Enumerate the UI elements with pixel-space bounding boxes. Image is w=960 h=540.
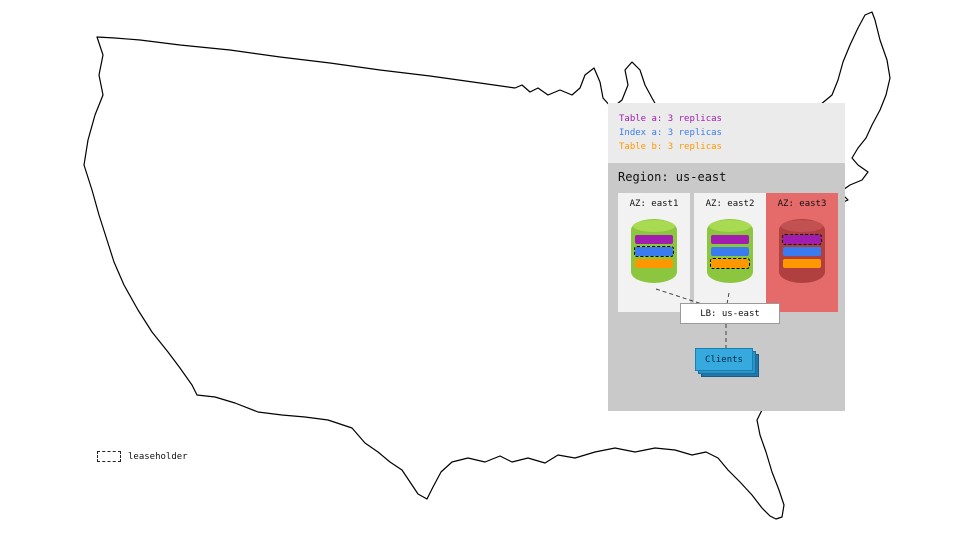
replica-table-b-leaseholder [710, 258, 750, 269]
replica-legend-panel: Table a: 3 replicas Index a: 3 replicas … [608, 103, 845, 163]
az-east2: AZ: east2 [694, 193, 766, 312]
load-balancer-box: LB: us-east [680, 303, 780, 324]
az-east2-label: AZ: east2 [705, 199, 755, 209]
leaseholder-swatch-icon [97, 451, 121, 462]
region-title: Region: us-east [618, 170, 727, 184]
database-cylinder-east1 [631, 219, 677, 283]
legend-table-a: Table a: 3 replicas [619, 114, 722, 124]
clients-box: Clients [695, 348, 753, 371]
leaseholder-legend: leaseholder [97, 451, 188, 462]
clients-stack: Clients [695, 348, 759, 377]
legend-table-b: Table b: 3 replicas [619, 142, 722, 152]
replica-table-a-leaseholder [782, 234, 822, 245]
leaseholder-legend-label: leaseholder [128, 451, 188, 462]
replica-bars [710, 235, 750, 269]
replica-table-b [635, 259, 673, 268]
clients-label: Clients [705, 354, 743, 365]
az-east1-label: AZ: east1 [629, 199, 679, 209]
replica-table-b [783, 259, 821, 268]
load-balancer-label: LB: us-east [700, 308, 760, 319]
replica-bars [782, 234, 822, 268]
replica-bars [634, 235, 674, 268]
replica-table-a [635, 235, 673, 244]
legend-index-a: Index a: 3 replicas [619, 128, 722, 138]
az-east3: AZ: east3 [766, 193, 838, 312]
replica-index-a-leaseholder [634, 246, 674, 257]
database-cylinder-east3 [779, 219, 825, 283]
az-east1: AZ: east1 [618, 193, 690, 312]
database-cylinder-east2 [707, 219, 753, 283]
az-east3-label: AZ: east3 [777, 199, 827, 209]
replica-index-a [783, 247, 821, 256]
replica-index-a [711, 247, 749, 256]
replica-table-a [711, 235, 749, 244]
